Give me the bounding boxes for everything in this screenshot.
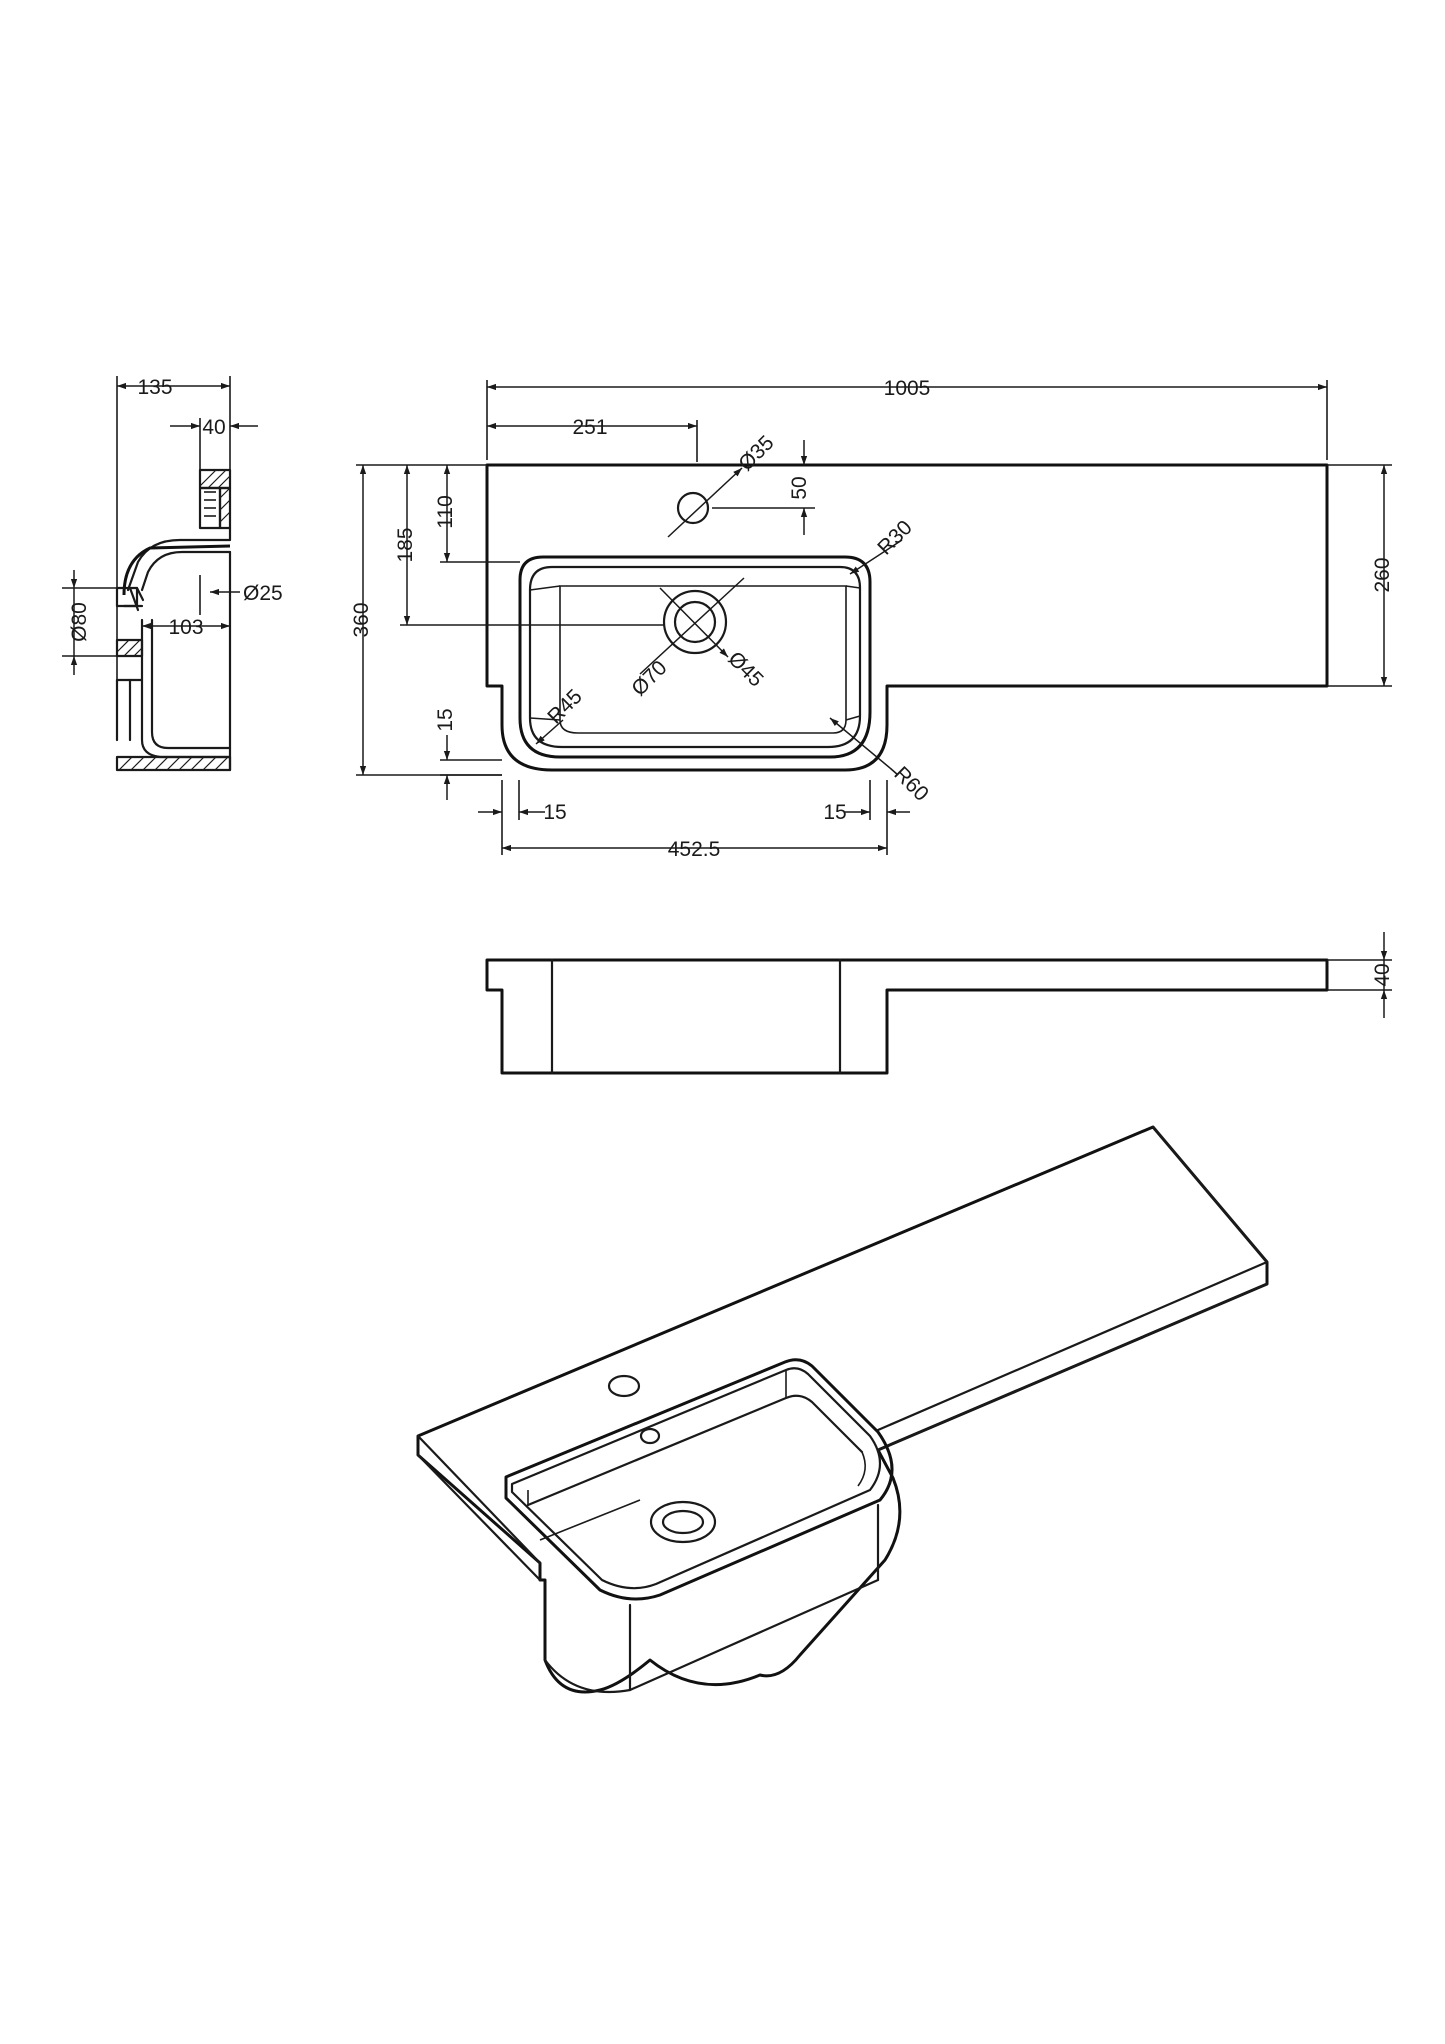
side-section-view [62, 376, 258, 772]
dim-top-to-waste: 185 [394, 527, 417, 562]
dim-bowl-width: 452.5 [668, 838, 721, 861]
dim-thickness: 40 [1371, 963, 1394, 986]
dim-bowl-corner: R30 [873, 516, 917, 560]
iso-overflow [639, 1427, 661, 1445]
dim-bowl-inner-radius: R45 [543, 685, 587, 729]
dim-side-waste: Ø25 [243, 582, 283, 605]
dim-shelf-depth: 260 [1371, 557, 1394, 592]
dim-side-top: 40 [202, 416, 225, 439]
front-elevation-view [485, 932, 1392, 1075]
isometric-view [416, 1125, 1269, 1694]
dim-side-width: 135 [137, 376, 172, 399]
dim-side-outlet: Ø80 [68, 602, 91, 642]
dim-left-margin: 15 [543, 801, 566, 824]
dim-tap-depth: 50 [788, 476, 811, 499]
dim-bowl-outer-radius: R60 [889, 762, 933, 806]
dim-right-margin: 15 [823, 801, 846, 824]
waste-inner [673, 600, 717, 644]
dim-waste-outer: Ø70 [627, 656, 671, 700]
plan-view [356, 380, 1392, 855]
dim-side-inner: 103 [168, 616, 203, 639]
dim-overall-length: 1005 [884, 377, 931, 400]
iso-waste [649, 1500, 717, 1544]
dim-top-to-tap: 110 [434, 495, 457, 528]
dim-lip-depth: 15 [434, 708, 457, 731]
dim-tap-offset: 251 [572, 416, 607, 439]
tap-hole [676, 491, 710, 525]
iso-tap-hole [607, 1374, 641, 1398]
dim-waste-inner: Ø45 [723, 647, 767, 691]
dim-overall-depth: 360 [350, 602, 373, 637]
waste-outer [662, 589, 728, 655]
